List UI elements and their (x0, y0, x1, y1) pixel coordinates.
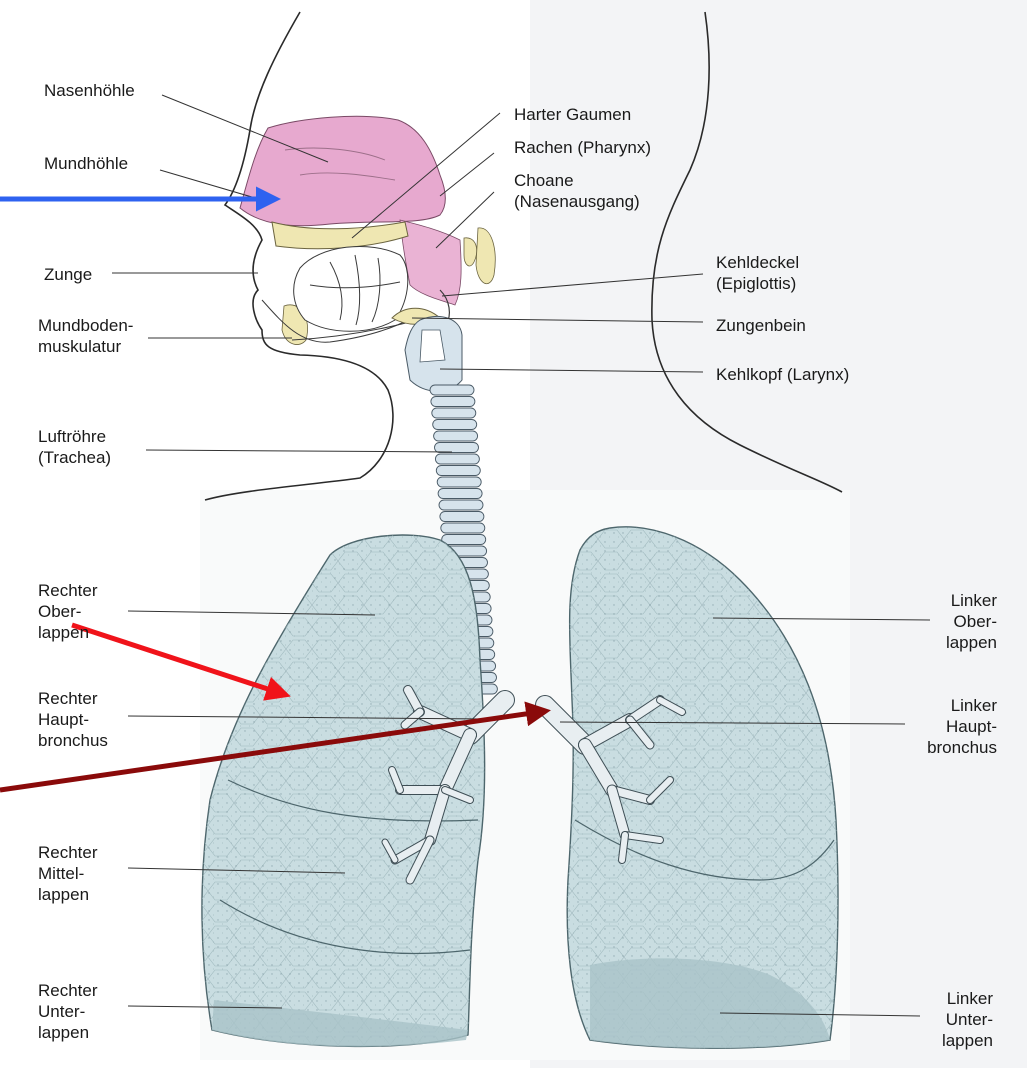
label-line: Mittel- (38, 864, 84, 883)
label-line: Ober- (38, 602, 81, 621)
label-mundhoehle: Mundhöhle (44, 154, 128, 173)
label-line: Mundhöhle (44, 154, 128, 173)
label-line: Kehldeckel (716, 253, 799, 272)
label-zunge: Zunge (44, 265, 92, 284)
label-line: Unter- (946, 1010, 993, 1029)
label-line: Ober- (954, 612, 997, 631)
trachea-ring (435, 443, 479, 453)
label-line: Mundboden- (38, 316, 133, 335)
label-line: lappen (38, 885, 89, 904)
label-line: bronchus (38, 731, 108, 750)
label-line: Haupt- (38, 710, 89, 729)
trachea-ring (438, 489, 482, 499)
label-line: lappen (38, 623, 89, 642)
label-kehlkopf: Kehlkopf (Larynx) (716, 365, 849, 384)
label-line: lappen (38, 1023, 89, 1042)
label-line: Nasenhöhle (44, 81, 135, 100)
label-line: Rechter (38, 981, 98, 1000)
label-line: Haupt- (946, 717, 997, 736)
label-line: Kehlkopf (Larynx) (716, 365, 849, 384)
trachea-ring (433, 420, 477, 430)
label-line: Unter- (38, 1002, 85, 1021)
bronchus-segment (622, 835, 625, 860)
label-line: Rachen (Pharynx) (514, 138, 651, 157)
trachea-ring (440, 512, 484, 522)
label-line: Zungenbein (716, 316, 806, 335)
label-rachen: Rachen (Pharynx) (514, 138, 651, 157)
label-line: Choane (514, 171, 574, 190)
trachea-ring (434, 431, 478, 441)
label-nasenhoehle: Nasenhöhle (44, 81, 135, 100)
label-line: (Trachea) (38, 448, 111, 467)
label-line: Linker (951, 591, 998, 610)
label-line: Linker (951, 696, 998, 715)
tongue (294, 246, 408, 331)
label-zungenbein: Zungenbein (716, 316, 806, 335)
label-line: bronchus (927, 738, 997, 757)
label-line: (Epiglottis) (716, 274, 796, 293)
trachea-ring (435, 454, 479, 464)
label-line: Rechter (38, 843, 98, 862)
label-line: lappen (942, 1031, 993, 1050)
label-line: Rechter (38, 689, 98, 708)
trachea-ring (436, 466, 480, 476)
label-line: Zunge (44, 265, 92, 284)
label-line: (Nasenausgang) (514, 192, 640, 211)
trachea-ring (432, 408, 476, 418)
label-line: Linker (947, 989, 994, 1008)
label-line: Rechter (38, 581, 98, 600)
larynx (405, 316, 462, 391)
trachea-ring (431, 397, 475, 407)
trachea-ring (439, 500, 483, 510)
label-line: muskulatur (38, 337, 121, 356)
label-line: Harter Gaumen (514, 105, 631, 124)
trachea-ring (442, 535, 486, 545)
label-harter-gaumen: Harter Gaumen (514, 105, 631, 124)
trachea-ring (441, 523, 485, 533)
label-line: Luftröhre (38, 427, 106, 446)
label-line: lappen (946, 633, 997, 652)
trachea-ring (437, 477, 481, 487)
trachea-ring (430, 385, 474, 395)
